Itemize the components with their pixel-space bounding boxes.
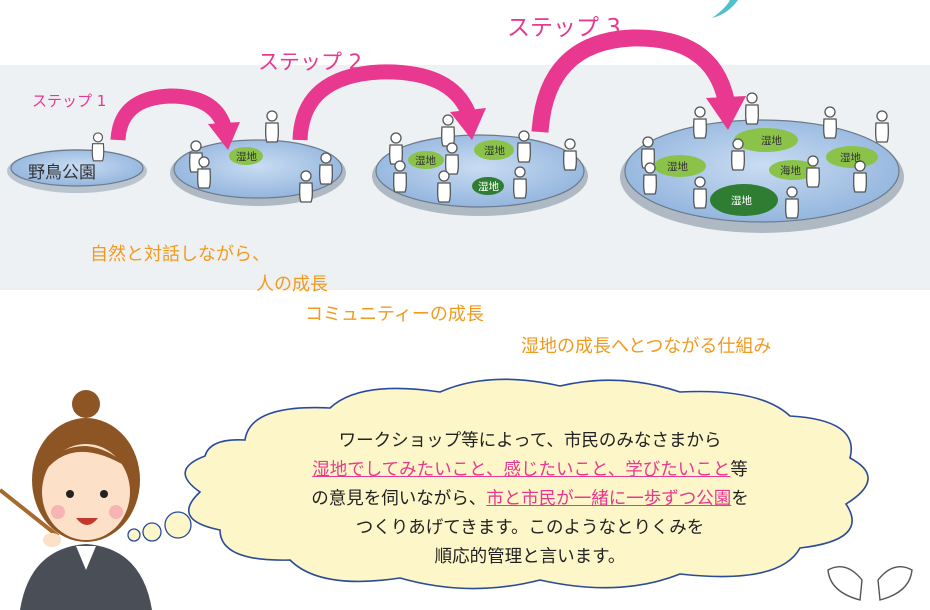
bubble-line-4: つくりあげてきます。このようなとりくみを [355,518,705,538]
thought-bubble-text: ワークショップ等によって、市民のみなさまから 湿地でしてみたいこと、感じたいこと… [205,427,855,572]
pond-step4 [620,92,904,233]
pond-label: 湿地 [761,135,782,147]
step-arrow-2 [292,64,486,141]
pond-step1 [7,132,147,193]
description-line-2: 人の成長 [256,274,328,295]
pond-step3 [372,114,588,216]
pond-label: 海地 [780,165,801,177]
step-label-2: ステップ 2 [258,50,363,74]
bubble-line-3-post: を [731,489,749,509]
bubble-line-1: ワークショップ等によって、市民のみなさまから [338,431,722,451]
thought-cloud [127,378,869,590]
pond-label: 湿地 [478,181,499,193]
description-line-1: 自然と対話しながら、 [90,244,270,265]
feather-icon [712,0,738,18]
park-label: 野鳥公園 [28,163,96,183]
step-label-3: ステップ 3 [507,15,621,41]
bubble-line-2: 湿地でしてみたいこと、感じたいこと、学びたいこと等 [205,456,855,485]
pond-label: 湿地 [840,152,861,164]
bubble-line-2-rest: 等 [730,460,748,480]
pond-label: 湿地 [236,151,257,163]
pond-step2 [170,110,346,206]
description-line-4: 湿地の成長へとつながる仕組み [521,336,772,357]
pond-label: 湿地 [484,145,505,157]
bubble-line-3-pre: の意見を伺いながら、 [311,489,487,509]
bubble-highlight-2: 市と市民が一緒に一歩ずつ公園 [486,489,732,509]
bubble-line-5: 順応的管理と言います。 [434,547,626,567]
step-label-1: ステップ 1 [32,92,107,110]
pond-label: 湿地 [415,155,436,167]
bubble-line-3: の意見を伺いながら、市と市民が一緒に一歩ずつ公園を [205,485,855,514]
description-line-3: コミュニティーの成長 [305,304,484,325]
step-arrow-1 [110,88,240,150]
bubble-highlight-1: 湿地でしてみたいこと、感じたいこと、学びたいこと [312,460,731,480]
pond-label: 湿地 [731,195,752,207]
step-arrow-3 [531,29,746,133]
wings-icon [827,566,913,601]
pond-label: 湿地 [667,161,688,173]
instructor-illustration [0,390,152,610]
